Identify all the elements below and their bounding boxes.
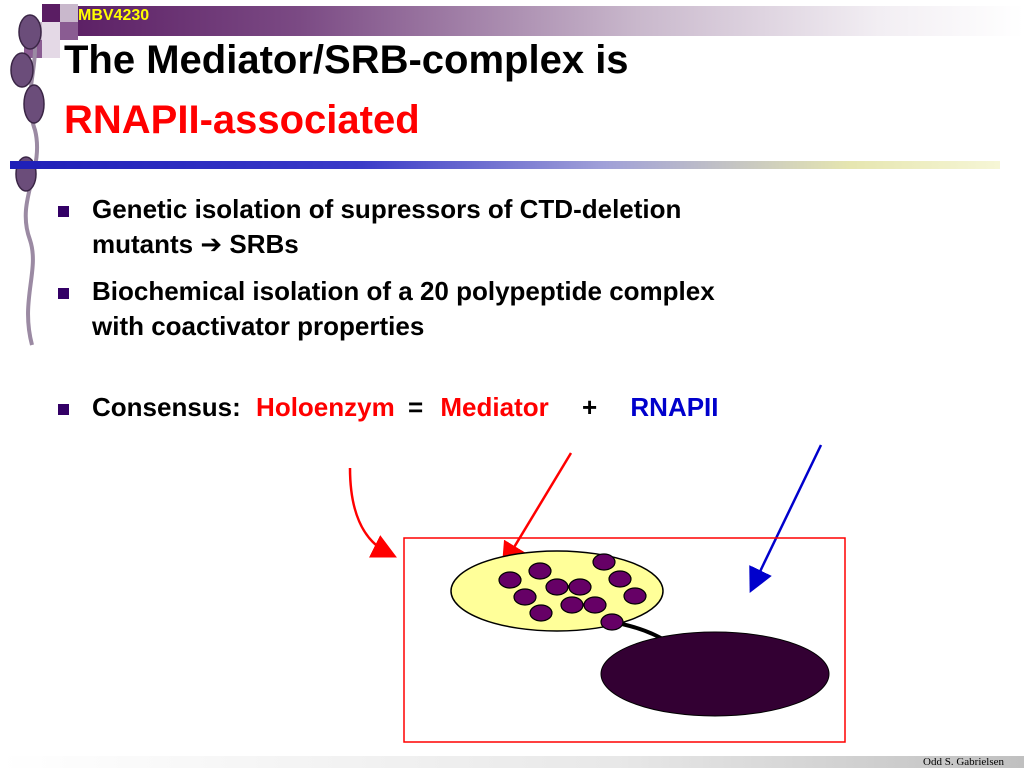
bullet-square-icon <box>58 288 69 299</box>
rnapii-complex <box>600 631 830 717</box>
mediator-subunits <box>498 553 647 631</box>
bullet-list: Genetic isolation of supressors of CTD-d… <box>56 192 936 437</box>
mediator-subunit <box>608 570 632 588</box>
author-credit: Odd S. Gabrielsen <box>923 756 1004 768</box>
mediator-subunit <box>568 578 592 596</box>
bullet-item: Genetic isolation of supressors of CTD-d… <box>56 192 936 262</box>
decorative-corner-squares <box>10 4 78 346</box>
bullet-text: mutants <box>92 229 194 259</box>
mediator-subunit <box>528 562 552 580</box>
mediator-subunit <box>623 587 647 605</box>
holoenzym-arrow <box>348 467 397 558</box>
holoenzyme-box <box>403 537 846 743</box>
bullet-text: with coactivator properties <box>92 311 425 341</box>
mediator-subunit <box>592 553 616 571</box>
bullet-text: Genetic isolation of supressors of CTD-d… <box>92 194 682 224</box>
holoenzym-label: Holoenzym <box>256 392 395 422</box>
title-bar-gradient <box>58 6 1024 36</box>
page-title: The Mediator/SRB-complex is <box>64 38 629 82</box>
rnapii-arrow <box>749 444 823 594</box>
equals-sign: = <box>407 392 424 422</box>
consensus-label: Consensus: <box>92 392 241 422</box>
mediator-subunit <box>545 578 569 596</box>
bullet-square-icon <box>58 206 69 217</box>
mediator-subunit <box>560 596 584 614</box>
bullet-item: Biochemical isolation of a 20 polypeptid… <box>56 274 936 344</box>
mediator-subunit <box>583 596 607 614</box>
plus-sign: + <box>581 392 598 422</box>
title-divider <box>10 161 1000 169</box>
bullet-text: SRBs <box>229 229 299 259</box>
bullet-text: Biochemical isolation of a 20 polypeptid… <box>92 276 715 306</box>
course-code: MBV4230 <box>78 7 150 24</box>
mediator-label: Mediator <box>440 392 549 422</box>
mediator-arrow <box>501 452 573 568</box>
page-title-highlight: RNAPII-associated <box>64 98 420 142</box>
mediator-subunit <box>513 588 537 606</box>
bullet-item: Consensus: Holoenzym = Mediator + RNAPII <box>56 390 936 425</box>
footer-bar <box>0 756 1024 768</box>
bullet-square-icon <box>58 404 69 415</box>
mediator-subunit <box>529 604 553 622</box>
right-arrow-icon: ➔ <box>200 229 223 259</box>
mediator-subunit <box>600 613 624 631</box>
mediator-subunit <box>498 571 522 589</box>
rnapii-label: RNAPII <box>630 392 719 422</box>
